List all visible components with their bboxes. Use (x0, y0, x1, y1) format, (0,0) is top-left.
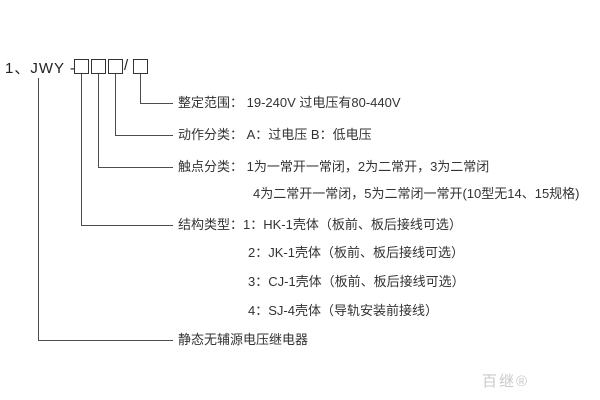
structure-type-label-line1: 结构类型：1：HK-1壳体（板前、板后接线可选） (178, 217, 462, 232)
action-class-box (108, 59, 123, 74)
connector-vline-setting-range (140, 74, 141, 103)
setting-range-label: 整定范围： 19-240V 过电压有80-440V (178, 95, 401, 110)
connector-hline-contact-class (98, 167, 173, 168)
product-name-label: 静态无辅源电压继电器 (178, 332, 309, 347)
contact-class-box (91, 59, 106, 74)
connector-vline-contact-class (98, 74, 99, 167)
action-class-label: 动作分类： A：过电压 B：低电压 (178, 127, 372, 142)
model-slash: / (124, 57, 129, 74)
connector-hline-setting-range (140, 103, 173, 104)
structure-type-box (74, 59, 89, 74)
connector-hline-product-name (38, 340, 173, 341)
connector-vline-structure-type (81, 74, 82, 225)
connector-vline-product-name (38, 78, 39, 340)
contact-class-label-line2: 4为二常开一常闭，5为二常闭一常开(10型无14、15规格) (253, 186, 580, 201)
connector-vline-action-class (115, 74, 116, 135)
structure-type-label-line2: 2：JK-1壳体（板前、板后接线可选） (248, 245, 464, 260)
connector-hline-structure-type (81, 225, 173, 226)
structure-type-label-line3: 3：CJ-1壳体（板前、板后接线可选） (248, 274, 465, 289)
model-prefix: 1、JWY - (5, 60, 76, 77)
connector-hline-action-class (115, 135, 173, 136)
setting-range-box (133, 59, 148, 74)
structure-type-label-line4: 4：SJ-4壳体（导轨安装前接线） (248, 303, 438, 318)
brand-watermark: 百继® (482, 373, 530, 390)
contact-class-label-line1: 触点分类： 1为一常开一常闭，2为二常开，3为二常闭 (178, 159, 490, 174)
